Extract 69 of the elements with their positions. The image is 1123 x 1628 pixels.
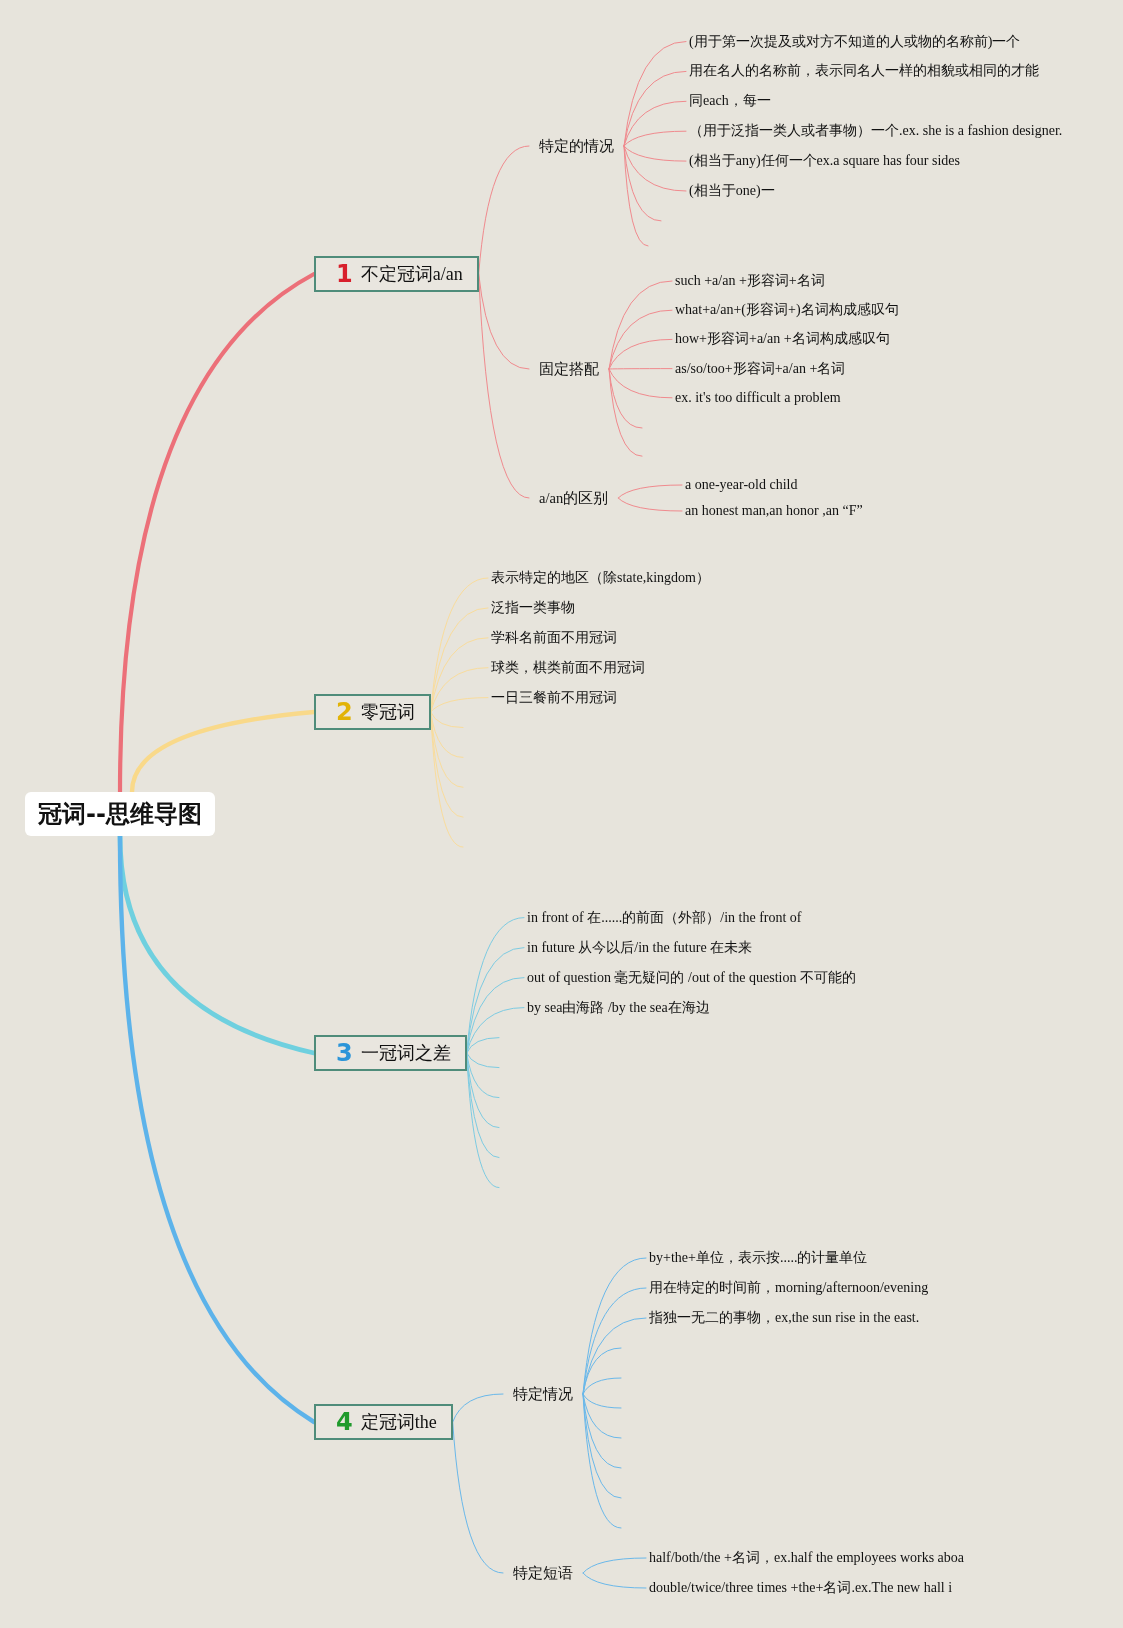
- branch-line: [582, 1557, 647, 1574]
- topic-title: 零冠词: [360, 701, 415, 723]
- branch-line: [582, 1572, 647, 1589]
- branch-line: [582, 1347, 622, 1395]
- topic-box: [314, 1404, 453, 1440]
- branch-line: [452, 1393, 504, 1423]
- branch-number: 2: [336, 700, 353, 724]
- subtopic-text: 特定情况: [503, 1385, 583, 1403]
- topic-text: (相当于any)任何一个ex.a square has four sides: [686, 153, 962, 170]
- topic-text: 表示特定的地区（除state,kingdom）: [488, 570, 712, 586]
- topic-text: 泛指一类事物: [488, 599, 577, 616]
- branch-line: [608, 368, 643, 457]
- topic-box: [314, 256, 479, 292]
- central-topic-box: 冠词--思维导图: [25, 792, 215, 836]
- topic-text: what+a/an+(形容词+)名词构成感叹句: [672, 302, 901, 319]
- topic-title: 不定冠词a/an: [360, 263, 463, 285]
- subtopic-text: a/an的区别: [529, 489, 619, 507]
- topic-text: as/so/too+形容词+a/an +名词: [672, 360, 848, 377]
- topic-text: by+the+单位，表示按.....的计量单位: [646, 1250, 870, 1266]
- topic-text: 指独一无二的事物，ex,the sun rise in the east.: [646, 1310, 922, 1326]
- topic-text: how+形容词+a/an +名词构成感叹句: [672, 331, 892, 348]
- branch-line: [617, 497, 683, 512]
- topic-box: [314, 1035, 467, 1071]
- topic-text: an honest man,an honor ,an “F”: [682, 503, 865, 519]
- topic-text: (相当于one)一: [686, 183, 777, 199]
- branch-line: [582, 1393, 622, 1529]
- topic-text: 用在名人的名称前，表示同名人一样的相貌或相同的才能: [686, 63, 1041, 80]
- topic-text: ex. it's too difficult a problem: [672, 389, 843, 406]
- branch-line: [623, 130, 687, 147]
- topic-title: 一冠词之差: [360, 1042, 451, 1064]
- subtopic-text: 特定的情况: [529, 137, 624, 155]
- topic-text: 用在特定的时间前，morning/afternoon/evening: [646, 1280, 931, 1296]
- branch-number: 4: [336, 1410, 353, 1434]
- topic-title: 定冠词the: [360, 1411, 437, 1433]
- topic-text: by sea由海路 /by the sea在海边: [524, 999, 712, 1016]
- topic-text: out of question 毫无疑问的 /out of the question 不可能的: [524, 969, 858, 986]
- subtopic-text: 固定搭配: [529, 360, 609, 378]
- subtopic-text: 特定短语: [503, 1564, 583, 1582]
- topic-text: （用于泛指一类人或者事物）一个.ex. she is a fashion designer.: [686, 123, 1065, 140]
- branch-line: [608, 368, 673, 370]
- branch-line: [617, 484, 683, 499]
- branch-line: [608, 368, 673, 399]
- topic-text: in future 从今以后/in the future 在未来: [524, 939, 755, 956]
- topic-text: such +a/an +形容词+名词: [672, 273, 827, 289]
- branch-line: [623, 145, 687, 162]
- topic-text: (用于第一次提及或对方不知道的人或物的名称前)一个: [686, 33, 1023, 50]
- topic-text: 球类，棋类前面不用冠词: [488, 659, 647, 676]
- topic-text: in front of 在......的前面（外部）/in the front of: [524, 909, 804, 926]
- topic-text: double/twice/three times +the+名词.ex.The new hall i: [646, 1580, 955, 1596]
- topic-text: a one-year-old child: [682, 477, 800, 493]
- branch-line: [623, 145, 687, 192]
- topic-box: [314, 694, 431, 730]
- topic-text: 一日三餐前不用冠词: [488, 689, 619, 706]
- branch-line: [430, 711, 464, 728]
- branch-line: [582, 1377, 622, 1395]
- branch-number: 3: [336, 1041, 353, 1065]
- branch-line: [623, 145, 649, 247]
- branch-line: [466, 1052, 500, 1069]
- topic-text: half/both/the +名词，ex.half the employees works aboa: [646, 1550, 967, 1566]
- branch-line: [608, 338, 673, 370]
- topic-text: 学科名前面不用冠词: [488, 629, 619, 646]
- branch-line: [608, 309, 673, 370]
- branch-line: [430, 697, 489, 713]
- branch-line: [582, 1257, 647, 1395]
- branch-line: [623, 100, 687, 147]
- topic-text: 同each，每一: [686, 93, 773, 110]
- branch-line: [582, 1393, 622, 1409]
- branch-line: [466, 1037, 500, 1054]
- branch-number: 1: [336, 262, 353, 286]
